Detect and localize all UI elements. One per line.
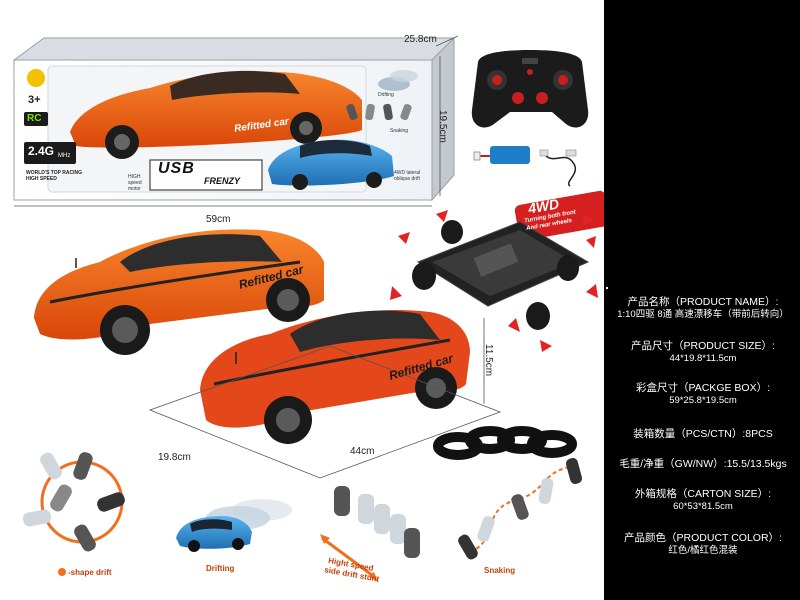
car-red-lower bbox=[200, 310, 470, 444]
box-callout-motor: HIGH speed motor bbox=[128, 174, 142, 192]
car-length-label: 44cm bbox=[350, 446, 375, 457]
spec-pcs-ctn: 装箱数量（PCS/CTN）:8PCS bbox=[610, 428, 796, 441]
box-drift-thumbnails bbox=[346, 70, 418, 121]
box-height-label: 19.5cm bbox=[437, 110, 448, 143]
spec-value: 59*25.8*19.5cm bbox=[669, 395, 737, 406]
drifting-icon bbox=[176, 499, 292, 552]
spec-product-name: 产品名称（PRODUCT NAME）: 1:10四驱 8通 高速漂移车（带前后转… bbox=[610, 296, 796, 321]
box-callout-4wd: 4WD lateral oblique drift bbox=[394, 170, 421, 182]
rc-badge: RC bbox=[27, 113, 42, 124]
rc-badge-bg bbox=[24, 112, 48, 126]
spec-package-box: 彩盒尺寸（PACKGE BOX）: 59*25.8*19.5cm bbox=[610, 382, 796, 407]
battery-pack bbox=[473, 146, 530, 164]
remote-controller bbox=[471, 50, 589, 128]
brand-line2: FRENZY bbox=[204, 176, 240, 186]
usb-cable bbox=[539, 149, 577, 187]
snaking-icon bbox=[458, 458, 583, 560]
box-tagline: WORLD'S TOP RACING HIGH SPEED bbox=[26, 170, 83, 182]
spec-label: 装箱数量（PCS/CTN）:8PCS bbox=[633, 428, 773, 440]
4wd-badge-bg bbox=[514, 190, 604, 241]
retail-box bbox=[12, 36, 456, 202]
spec-label: 彩盒尺寸（PACKGE BOX）: bbox=[636, 382, 770, 394]
box-depth-label: 25.8cm bbox=[404, 34, 437, 45]
brand-logo-bg bbox=[149, 159, 263, 191]
frequency-unit: MHz bbox=[58, 153, 71, 159]
car-height-label: 11.5cm bbox=[483, 344, 494, 377]
box-callout-snaking: Snaking bbox=[390, 128, 409, 134]
spec-label: 产品颜色（PRODUCT COLOR）: bbox=[624, 532, 782, 544]
boxed-blue-car bbox=[268, 139, 394, 190]
box-length-label: 59cm bbox=[206, 214, 231, 225]
car-width-label: 19.8cm bbox=[158, 452, 191, 463]
spec-value: 44*19.8*11.5cm bbox=[669, 353, 737, 364]
spec-label: 外箱规格（CARTON SIZE）: bbox=[634, 488, 772, 500]
car-dimension-lines bbox=[148, 318, 502, 479]
frequency-value: 2.4G bbox=[28, 144, 55, 158]
car-orange-upper bbox=[34, 229, 324, 355]
spec-product-size: 产品尺寸（PRODUCT SIZE）: 44*19.8*11.5cm bbox=[610, 340, 796, 365]
box-dimension-lines bbox=[14, 35, 459, 207]
product-image-panel: 59cm 25.8cm 19.5cm 3+ RC 2.4G MHz WORLD'… bbox=[12, 34, 604, 584]
side-drift-icon bbox=[320, 486, 420, 582]
o-shape-drift-icon bbox=[22, 452, 125, 576]
age-badge: 3+ bbox=[28, 94, 41, 106]
boxed-car bbox=[70, 70, 362, 159]
spec-value: 1:10四驱 8通 高速漂移车（带前后转向） bbox=[617, 309, 789, 320]
frequency-badge-bg bbox=[24, 142, 76, 164]
spec-carton-size: 外箱规格（CARTON SIZE）: 60*53*81.5cm bbox=[610, 488, 796, 513]
spec-value: 红色/橘红色混装 bbox=[668, 545, 738, 556]
demo-caption-snaking: Snaking bbox=[484, 566, 516, 575]
spec-product-color: 产品颜色（PRODUCT COLOR）: 红色/橘红色混装 bbox=[610, 532, 796, 557]
box-logo bbox=[27, 69, 45, 87]
spec-marker bbox=[606, 287, 608, 289]
drift-tires bbox=[433, 426, 577, 460]
spec-value: 60*53*81.5cm bbox=[673, 501, 733, 512]
product-illustration bbox=[12, 35, 604, 582]
spec-label: 产品尺寸（PRODUCT SIZE）: bbox=[631, 340, 775, 352]
spec-weight: 毛重/净重（GW/NW）:15.5/13.5kgs bbox=[610, 458, 796, 471]
spec-label: 毛重/净重（GW/NW）:15.5/13.5kgs bbox=[619, 458, 787, 470]
chassis bbox=[390, 210, 598, 352]
demo-caption-drifting: Drifting bbox=[206, 564, 235, 573]
spec-panel bbox=[604, 0, 800, 600]
demo-caption-o-shape: -shape drift bbox=[68, 568, 112, 577]
spec-label: 产品名称（PRODUCT NAME）: bbox=[627, 296, 779, 308]
brand-line1: USB bbox=[158, 160, 195, 177]
box-callout-drifting: Drifting bbox=[378, 92, 394, 98]
